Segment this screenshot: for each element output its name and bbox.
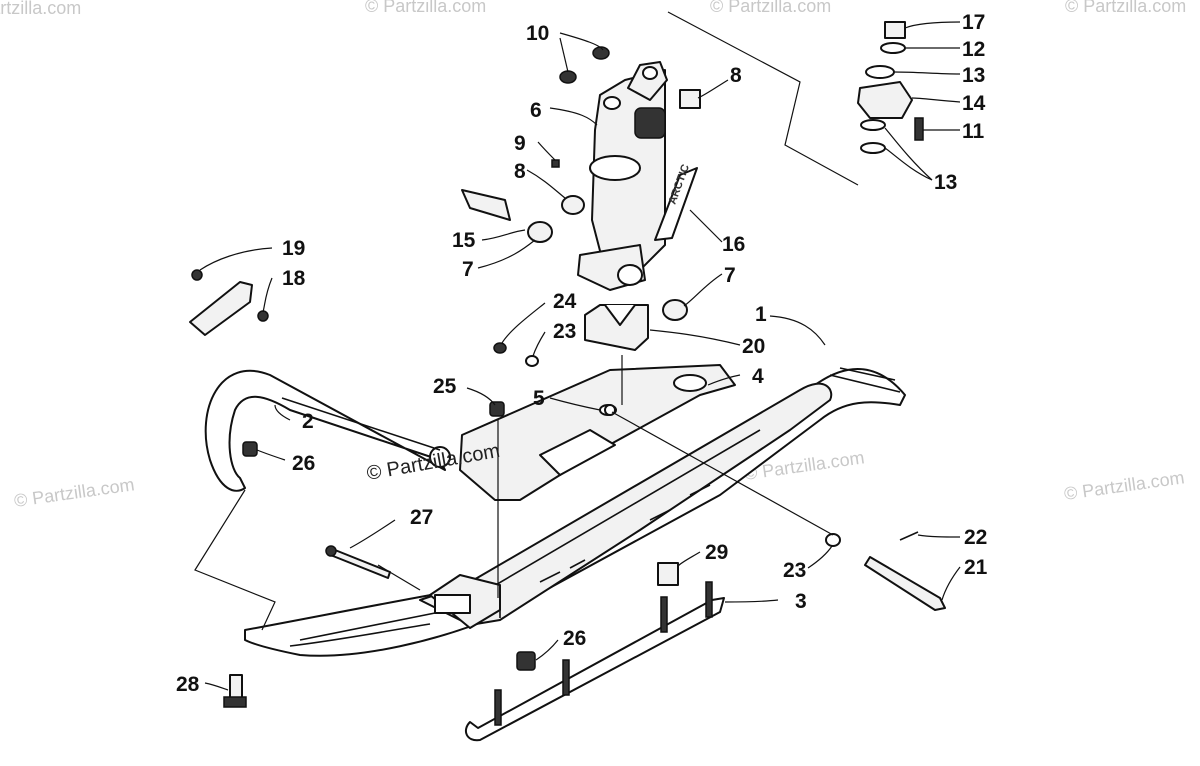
callout-26-upper: 26 bbox=[292, 452, 315, 475]
small-parts bbox=[189, 21, 946, 708]
callout-17: 17 bbox=[962, 11, 985, 34]
callout-4: 4 bbox=[752, 365, 764, 388]
callouts: 10 8 6 9 8 15 7 16 7 17 12 13 14 11 13 1… bbox=[176, 11, 988, 696]
watermark-top-center-right: © Partzilla.com bbox=[710, 0, 831, 16]
ski-saddle bbox=[459, 364, 736, 501]
callout-12: 12 bbox=[962, 38, 985, 61]
watermark-top-center-left: © Partzilla.com bbox=[365, 0, 486, 16]
callout-29: 29 bbox=[705, 541, 728, 564]
callout-3: 3 bbox=[795, 590, 807, 613]
ski-spindle bbox=[577, 61, 668, 291]
callout-28: 28 bbox=[176, 673, 200, 696]
callout-23-lower: 23 bbox=[783, 559, 806, 582]
callout-2: 2 bbox=[302, 410, 314, 433]
ski-skag bbox=[464, 581, 725, 742]
callout-15: 15 bbox=[452, 229, 476, 252]
callout-24: 24 bbox=[553, 290, 577, 313]
callout-11: 11 bbox=[962, 120, 985, 143]
nut-10-upper bbox=[592, 46, 610, 60]
callout-23-upper: 23 bbox=[553, 320, 576, 343]
callout-18: 18 bbox=[282, 267, 306, 290]
callout-5: 5 bbox=[533, 387, 545, 410]
callout-22: 22 bbox=[964, 526, 987, 549]
callout-13-lower: 13 bbox=[934, 171, 957, 194]
leader-lines bbox=[194, 11, 961, 691]
callout-9: 9 bbox=[514, 132, 526, 155]
callout-10: 10 bbox=[526, 22, 549, 45]
callout-20: 20 bbox=[742, 335, 765, 358]
callout-7-left: 7 bbox=[462, 258, 474, 281]
callout-8-lower: 8 bbox=[514, 160, 526, 183]
callout-27: 27 bbox=[410, 506, 433, 529]
callout-1: 1 bbox=[755, 303, 767, 326]
callout-7-right: 7 bbox=[724, 264, 736, 287]
nut-10-lower bbox=[559, 70, 577, 84]
callout-14: 14 bbox=[962, 92, 986, 115]
callout-26-lower: 26 bbox=[563, 627, 586, 650]
watermark-top-left: © Partzilla.com bbox=[0, 0, 81, 18]
watermark-top-right: © Partzilla.com bbox=[1065, 0, 1186, 16]
callout-13-upper: 13 bbox=[962, 64, 985, 87]
watermark-right: © Partzilla.com bbox=[1063, 467, 1186, 504]
ski-body bbox=[244, 367, 906, 657]
callout-19: 19 bbox=[282, 237, 305, 260]
callout-8-upper: 8 bbox=[730, 64, 742, 87]
callout-25: 25 bbox=[433, 375, 457, 398]
callout-6: 6 bbox=[530, 99, 542, 122]
callout-21: 21 bbox=[964, 556, 988, 579]
callout-16: 16 bbox=[722, 233, 745, 256]
ski-loop bbox=[204, 369, 451, 492]
watermark-left: © Partzilla.com bbox=[13, 474, 136, 511]
rubber-damper bbox=[584, 304, 649, 351]
